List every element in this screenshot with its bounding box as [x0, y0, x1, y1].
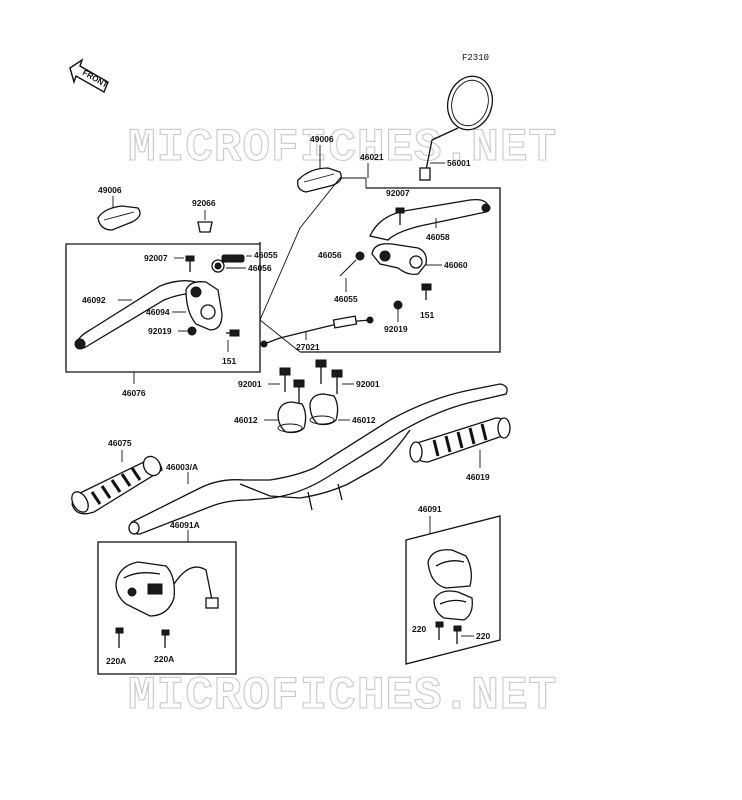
washer-46056-right-icon [355, 251, 365, 261]
label-92019-right: 92019 [384, 324, 408, 334]
screw-151-right-icon [421, 283, 432, 300]
screws-220A-icon [115, 627, 170, 648]
label-151-left: 151 [222, 356, 236, 366]
left-switch-frame [97, 541, 237, 675]
right-clamp-icon [371, 243, 427, 276]
label-92066: 92066 [192, 198, 216, 208]
adjuster-46055-right-icon [339, 259, 357, 277]
label-46021: 46021 [360, 152, 384, 162]
label-220A-right: 220A [154, 654, 174, 664]
front-arrow-icon: FRONT [69, 58, 109, 94]
label-46092: 46092 [82, 295, 106, 305]
label-56001: 56001 [447, 158, 471, 168]
diagram-code: F2310 [462, 53, 489, 63]
label-46094: 46094 [146, 307, 170, 317]
label-92019-left: 92019 [148, 326, 172, 336]
right-lever-icon [369, 198, 491, 241]
label-27021: 27021 [296, 342, 320, 352]
grip-left-icon [71, 455, 163, 515]
label-46055-right: 46055 [334, 294, 358, 304]
label-46060: 46060 [444, 260, 468, 270]
adjuster-46055-left-icon [211, 254, 245, 273]
label-92001-left: 92001 [238, 379, 262, 389]
label-92007-right: 92007 [386, 188, 410, 198]
label-46012-left: 46012 [234, 415, 258, 425]
label-46055-left: 46055 [254, 250, 278, 260]
watermark-bottom: MICROFICHES.NET [128, 670, 557, 722]
watermark-top: MICROFICHES.NET [128, 122, 557, 174]
holder-46012-left-icon [277, 401, 307, 434]
label-46012-right: 46012 [352, 415, 376, 425]
nut-92019-left-icon [187, 326, 197, 336]
holder-46012-right-icon [309, 393, 339, 426]
handlebar-icon [128, 383, 508, 535]
right-lever-frame [300, 187, 501, 353]
left-clamp-icon [185, 281, 223, 331]
left-switch-housing-icon [115, 561, 219, 617]
label-49006-left: 49006 [98, 185, 122, 195]
label-220-left: 220 [412, 624, 426, 634]
label-49006-right: 49006 [310, 134, 334, 144]
nut-92019-right-icon [393, 300, 403, 310]
screw-92007-left-icon [185, 255, 195, 272]
bolts-92001-icon [279, 359, 343, 404]
lever-cover-right-icon [297, 167, 342, 193]
right-switch-frame [405, 515, 501, 665]
left-lever-icon [74, 280, 199, 350]
label-220-right: 220 [476, 631, 490, 641]
right-switch-housing-icon [427, 549, 473, 621]
lever-cover-left-icon [97, 205, 141, 231]
screw-151-left-icon [226, 329, 240, 337]
label-46076: 46076 [122, 388, 146, 398]
throttle-cable-icon [260, 315, 374, 348]
label-46075: 46075 [108, 438, 132, 448]
label-151-right: 151 [420, 310, 434, 320]
cap-92066-icon [197, 221, 213, 233]
label-220A-left: 220A [106, 656, 126, 666]
label-46019: 46019 [466, 472, 490, 482]
label-92007-left: 92007 [144, 253, 168, 263]
label-46056-right: 46056 [318, 250, 342, 260]
mirror-icon [419, 75, 494, 181]
label-46058: 46058 [426, 232, 450, 242]
label-92001-right: 92001 [356, 379, 380, 389]
label-46091A: 46091A [170, 520, 200, 530]
grip-right-icon [409, 417, 511, 463]
left-lever-frame [65, 242, 261, 373]
label-46003: 46003/A [166, 462, 198, 472]
screw-92007-right-icon [395, 207, 405, 225]
label-46056-left: 46056 [248, 263, 272, 273]
screws-220-icon [435, 621, 462, 644]
label-46091: 46091 [418, 504, 442, 514]
